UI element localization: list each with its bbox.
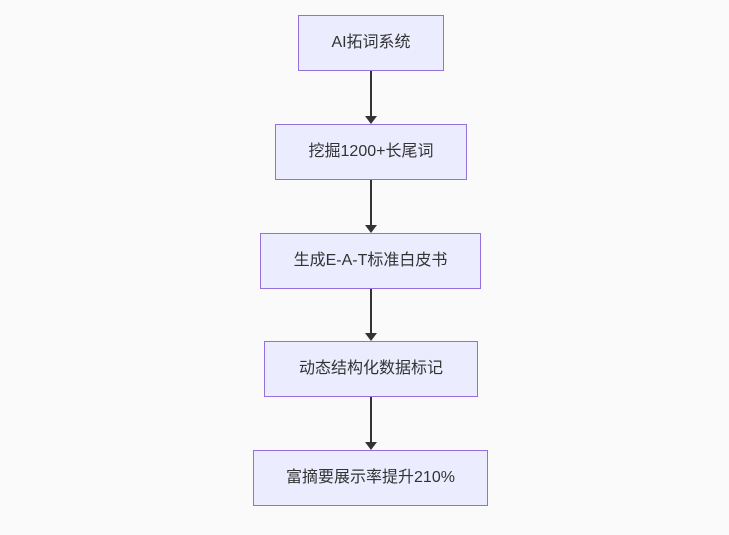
arrow-down-icon — [365, 71, 377, 124]
arrowhead-icon — [365, 333, 377, 341]
flow-node-rich-snippet-result: 富摘要展示率提升210% — [253, 450, 488, 506]
arrowhead-icon — [365, 116, 377, 124]
arrow-line — [370, 289, 372, 333]
arrow-line — [370, 180, 372, 225]
arrowhead-icon — [365, 442, 377, 450]
arrow-down-icon — [365, 397, 377, 450]
arrowhead-icon — [365, 225, 377, 233]
flow-node-eat-whitepaper: 生成E-A-T标准白皮书 — [260, 233, 481, 289]
arrow-down-icon — [365, 180, 377, 233]
flow-node-ai-system: AI拓词系统 — [298, 15, 444, 71]
arrow-line — [370, 71, 372, 116]
arrow-down-icon — [365, 289, 377, 341]
arrow-line — [370, 397, 372, 442]
flow-node-longtail-keywords: 挖掘1200+长尾词 — [275, 124, 467, 180]
flow-node-structured-data: 动态结构化数据标记 — [264, 341, 478, 397]
